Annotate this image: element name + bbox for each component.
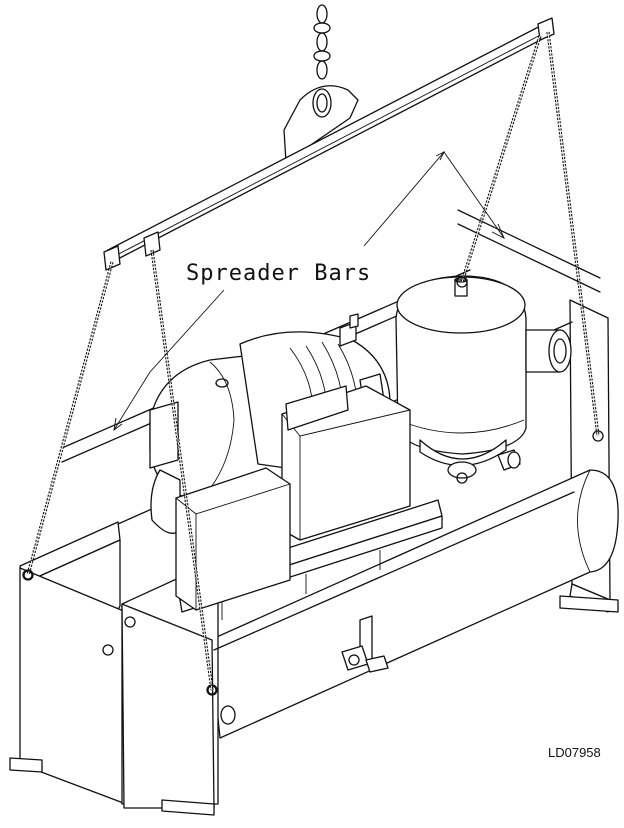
hoist-chain: [313, 4, 331, 80]
front-end-frame: [121, 559, 236, 816]
spreader-bars-callout: Spreader Bars: [186, 261, 371, 286]
figure-id-label: LD07958: [548, 745, 601, 760]
lifting-chain-left-outer: [22, 261, 114, 581]
lifting-chain-right-outer: [546, 31, 604, 442]
control-panel: [281, 385, 411, 541]
condenser-shell: [209, 469, 619, 739]
starter-box: [175, 467, 291, 611]
lifting-chain-left-inner: [150, 249, 218, 696]
oil-separator: [395, 275, 572, 484]
lifting-hook-plate: [283, 85, 359, 163]
lifting-chain-right-inner: [456, 35, 542, 288]
top-spreader-bar: [103, 17, 555, 271]
callout-leader-lines: [113, 150, 505, 432]
left-end-frame: [9, 521, 127, 805]
drain-valve: [341, 615, 389, 673]
